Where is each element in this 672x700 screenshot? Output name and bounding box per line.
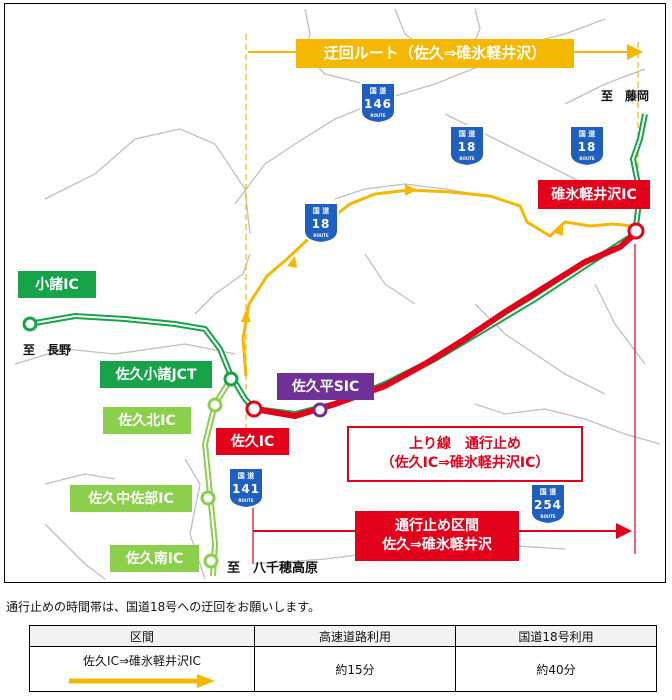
detour-label-text: 迂回ルート（佐久⇒碓氷軽井沢） xyxy=(323,44,547,62)
ic-markers xyxy=(22,222,645,569)
table-row: 佐久IC⇒碓氷軽井沢IC 約15分 約40分 xyxy=(29,646,657,692)
header-expressway: 高速道路利用 xyxy=(254,625,456,647)
saku-nakasakubu-ic-label: 佐久中佐部IC xyxy=(70,485,192,512)
saku-minami-ic-marker xyxy=(203,553,219,569)
saku-komoro-jct-marker xyxy=(223,371,239,387)
saku-minami-ic-label: 佐久南IC xyxy=(110,545,199,572)
saku-nakasakubu-ic-marker xyxy=(200,490,216,506)
route-label: 国 道 xyxy=(369,87,387,95)
closure-section-label: 通行止め区間 佐久⇒碓氷軽井沢 xyxy=(355,511,519,561)
route-18-shield-north: 国 道 18 ROUTE xyxy=(447,124,487,168)
route-caption: ROUTE xyxy=(238,498,254,503)
closure-section-line2: 佐久⇒碓氷軽井沢 xyxy=(382,537,492,553)
route-146-shield: 国 道 146 ROUTE xyxy=(358,81,398,125)
closure-notice-line1: 上り線 通行止め xyxy=(409,436,521,453)
route-number: 18 xyxy=(457,140,477,154)
saku-ic-marker xyxy=(245,400,263,418)
sakudaira-sic-marker xyxy=(312,402,328,418)
place-yachiho: 至 八千穂高原 xyxy=(227,561,319,576)
route-number: 254 xyxy=(533,498,563,512)
closure-notice: 上り線 通行止め （佐久IC⇒碓氷軽井沢IC） xyxy=(347,426,583,482)
route-label: 国 道 xyxy=(578,130,596,138)
route-number: 146 xyxy=(363,97,393,111)
route-18-shield-east: 国 道 18 ROUTE xyxy=(567,124,607,168)
route-caption: ROUTE xyxy=(579,156,595,161)
closure-notice-line2: （佐久IC⇒碓氷軽井沢IC） xyxy=(380,455,550,471)
header-section: 区間 xyxy=(29,625,255,647)
route-number: 18 xyxy=(577,140,597,154)
header-route18: 国道18号利用 xyxy=(455,625,657,647)
cell-expressway-time: 約15分 xyxy=(254,646,456,692)
route-label: 国 道 xyxy=(539,488,557,496)
usui-karuizawa-ic-marker xyxy=(627,222,645,240)
route-label: 国 道 xyxy=(312,207,330,215)
route-254-shield: 国 道 254 ROUTE xyxy=(528,482,568,526)
detour-arrows xyxy=(241,184,563,322)
komoro-ic-marker xyxy=(22,316,38,332)
route-caption: ROUTE xyxy=(459,156,475,161)
detour-arrow-icon xyxy=(69,673,215,688)
route-caption: ROUTE xyxy=(540,514,556,519)
saku-komoro-jct-label: 佐久小諸JCT xyxy=(100,361,212,388)
route-18-shield-west: 国 道 18 ROUTE xyxy=(301,201,341,245)
guide-lines xyxy=(245,34,643,564)
usui-karuizawa-ic-label: 碓氷軽井沢IC xyxy=(538,180,650,209)
route-number: 141 xyxy=(231,482,261,496)
cell-route18-time: 約40分 xyxy=(455,646,657,692)
travel-time-table: 区間 高速道路利用 国道18号利用 佐久IC⇒碓氷軽井沢IC 約15分 約40分 xyxy=(29,625,657,692)
section-text: 佐久IC⇒碓氷軽井沢IC xyxy=(83,653,201,668)
place-nagano: 至 長野 xyxy=(23,343,72,357)
route-caption: ROUTE xyxy=(313,233,329,238)
saku-kita-ic-marker xyxy=(207,397,223,413)
route-label: 国 道 xyxy=(458,130,476,138)
place-fujioka: 至 藤岡 xyxy=(601,89,650,103)
closure-section-line1: 通行止め区間 xyxy=(395,518,479,535)
route-141-shield: 国 道 141 ROUTE xyxy=(226,466,266,510)
detour-label: 迂回ルート（佐久⇒碓氷軽井沢） xyxy=(296,39,574,68)
cell-section: 佐久IC⇒碓氷軽井沢IC xyxy=(29,646,255,692)
sakudaira-sic-label: 佐久平SIC xyxy=(277,373,374,400)
komoro-ic-label: 小諸IC xyxy=(18,271,96,298)
detour-note: 通行止めの時間帯は、国道18号への迂回をお願いします。 xyxy=(6,600,321,614)
route-caption: ROUTE xyxy=(370,113,386,118)
route-label: 国 道 xyxy=(237,472,255,480)
saku-kita-ic-label: 佐久北IC xyxy=(103,407,191,434)
route-number: 18 xyxy=(311,217,331,231)
saku-ic-label: 佐久IC xyxy=(216,428,289,455)
table-header-row: 区間 高速道路利用 国道18号利用 xyxy=(29,625,657,647)
map: 国 道 146 ROUTE 国 道 18 ROUTE 国 道 18 ROUTE … xyxy=(4,3,666,583)
